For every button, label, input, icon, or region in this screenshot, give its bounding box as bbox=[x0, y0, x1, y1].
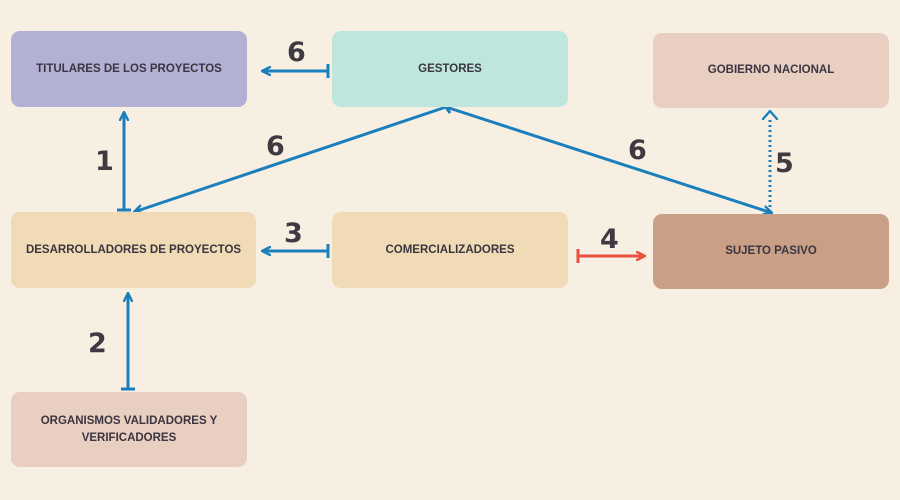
arrow-gestores-to-sujeto bbox=[440, 100, 772, 213]
node-desarrolladores: DESARROLLADORES DE PROYECTOS bbox=[11, 212, 256, 288]
arrow-gestores-to-titulares bbox=[262, 64, 330, 78]
edge-label-2: 2 bbox=[88, 328, 107, 359]
edge-label-6-left: 6 bbox=[266, 131, 285, 162]
edge-label-5: 5 bbox=[775, 148, 794, 179]
node-sujeto-pasivo: SUJETO PASIVO bbox=[653, 214, 889, 289]
arrow-sujeto-to-gobierno bbox=[761, 109, 779, 212]
node-comercializadores: COMERCIALIZADORES bbox=[332, 212, 568, 288]
edge-label-3: 3 bbox=[284, 218, 303, 249]
node-gobierno-nacional: GOBIERNO NACIONAL bbox=[653, 33, 889, 108]
arrow-organismos-to-desarrolladores bbox=[121, 293, 135, 391]
arrow-desarrolladores-to-titulares bbox=[117, 112, 131, 212]
node-organismos: ORGANISMOS VALIDADORES Y VERIFICADORES bbox=[11, 392, 247, 467]
arrow-comercializadores-to-desarrolladores bbox=[262, 244, 330, 258]
node-titulares: TITULARES DE LOS PROYECTOS bbox=[11, 31, 247, 107]
edge-label-6-top: 6 bbox=[287, 37, 306, 68]
arrow-gestores-to-desarrolladores bbox=[134, 105, 447, 212]
arrow-comercializadores-to-sujeto bbox=[576, 249, 645, 263]
node-gestores: GESTORES bbox=[332, 31, 568, 107]
edge-label-4: 4 bbox=[600, 224, 619, 255]
edge-label-6-right: 6 bbox=[628, 135, 647, 166]
edge-label-1: 1 bbox=[95, 146, 114, 177]
